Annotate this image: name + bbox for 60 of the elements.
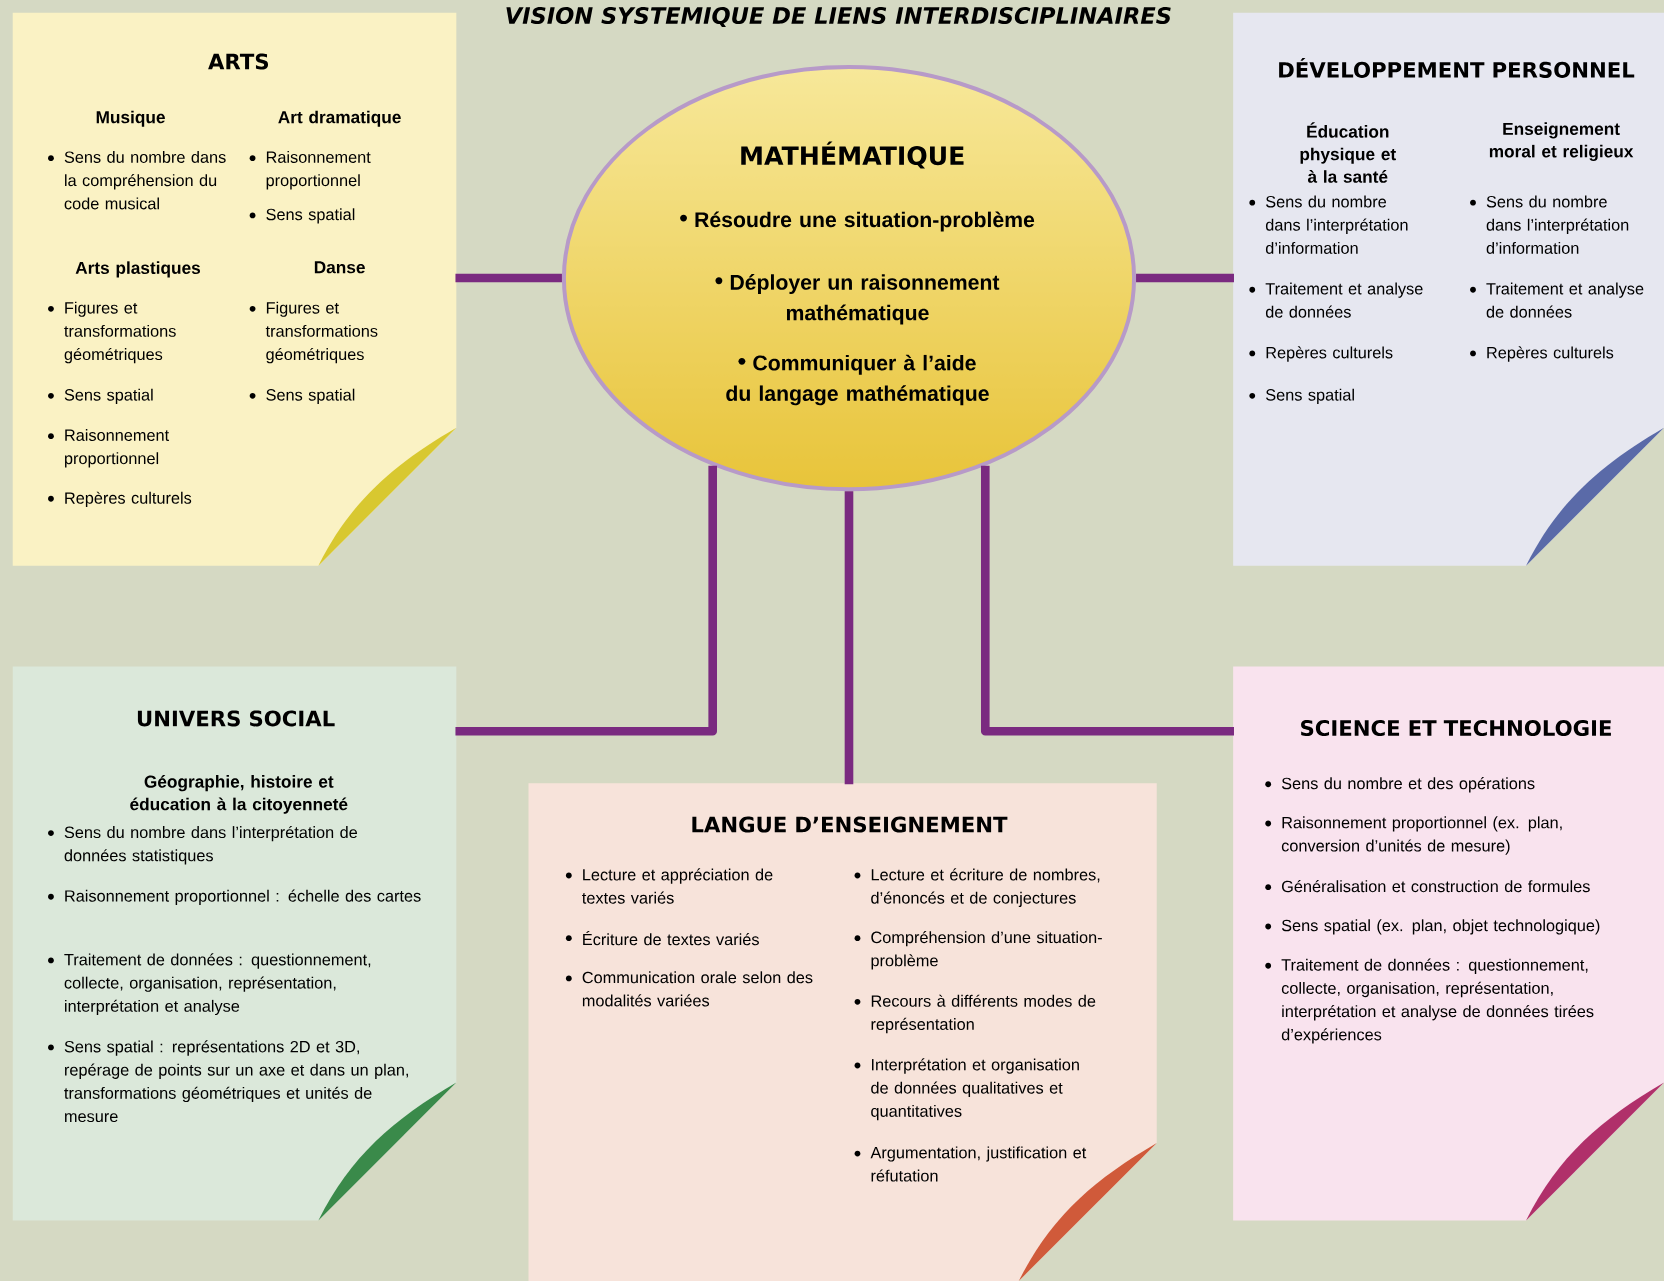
- bullet-item: Sens du nombre et des opérations: [1265, 777, 1535, 793]
- bullet-item: Lecture et appréciation de textes variés: [565, 868, 773, 904]
- bullet-item: Raisonnement proportionnel: [48, 429, 169, 468]
- note-card: [528, 783, 1157, 1281]
- bullet-item: Sens du nombre dans l’interprétation de données statistiques: [48, 825, 357, 865]
- bullet-item: Sens spatial: [249, 388, 355, 404]
- card-heading: LANGUE D’ENSEIGNEMENT: [692, 816, 1008, 833]
- subheading: Géographie, histoire et éducation à la citoyenneté: [130, 775, 348, 814]
- title: VISION SYSTEMIQUE DE LIENS INTERDISCIPLINAIRES: [506, 7, 1171, 28]
- subheading: Danse: [314, 261, 365, 274]
- bullet-item: Sens du nombre dans la compréhension du code musical: [48, 151, 226, 210]
- subheading: Enseignement moral et religieux: [1489, 122, 1634, 162]
- bullet-item: Raisonnement proportionnel : échelle des cartes: [48, 889, 421, 906]
- heading: MATHÉMATIQUE: [741, 141, 964, 169]
- connector-line: [980, 465, 1234, 736]
- note-card: [12, 666, 457, 1221]
- bullet-item: Argumentation, justification et réfutation: [854, 1146, 1087, 1182]
- note-card: [1233, 12, 1664, 566]
- bullet-item: Lecture et écriture de nombres, d’énoncés et de conjectures: [854, 868, 1100, 907]
- bullet-item: Recours à différents modes de représentation: [854, 994, 1096, 1034]
- bullet-item: Traitement de données : questionnement, collecte, organisation, représentation, interprétation et analyse: [48, 953, 371, 1016]
- bullet-item: Traitement et analyse de données: [1249, 282, 1423, 318]
- bullet-item: Repères culturels: [48, 491, 192, 508]
- card-heading: SCIENCE ET TECHNOLOGIE: [1301, 720, 1611, 737]
- bullet-item: Déployer un raisonnement mathématique: [715, 274, 1000, 325]
- bullet-item: Communication orale selon des modalités variées: [565, 971, 813, 1007]
- bullet-item: Raisonnement proportionnel (ex. plan, conversion d’unités de mesure): [1265, 816, 1562, 855]
- card-heading: UNIVERS SOCIAL: [137, 710, 335, 727]
- bullet-item: Sens spatial : représentations 2D et 3D, repérage de points sur un axe et dans un plan, transformations géométriques et unités de mesure: [48, 1040, 408, 1123]
- card-heading: DÉVELOPPEMENT PERSONNEL: [1279, 58, 1635, 78]
- bullet-item: Sens spatial: [249, 208, 355, 224]
- bullet-item: Sens spatial (ex. plan, objet technologique): [1265, 919, 1600, 935]
- bullet-item: Traitement et analyse de données: [1470, 282, 1644, 318]
- subheading: Arts plastiques: [75, 261, 200, 278]
- bullet-item: Figures et transformations géométriques: [48, 301, 176, 364]
- note-card: [12, 12, 457, 566]
- connector-line: [455, 273, 562, 283]
- bullet-item: Généralisation et construction de formules: [1265, 880, 1590, 893]
- bullet-item: Raisonnement proportionnel: [249, 151, 371, 190]
- bullet-item: Figures et transformations géométriques: [249, 301, 378, 364]
- note-card: [1233, 666, 1664, 1221]
- bullet-item: Traitement de données : questionnement, collecte, organisation, représentation, interprétation et analyse de données tirées d’expériences: [1265, 958, 1594, 1044]
- bullet-item: Écriture de textes variés: [565, 931, 759, 946]
- card-heading: ARTS: [208, 53, 269, 70]
- connector-line: [1136, 273, 1234, 283]
- bullet-item: Repères culturels: [1470, 346, 1614, 362]
- bullet-item: Sens du nombre dans l’interprétation d’information: [1470, 195, 1629, 254]
- bullet-item: Interprétation et organisation de données qualitatives et quantitatives: [854, 1058, 1079, 1121]
- subheading: Art dramatique: [278, 110, 401, 127]
- subheading: Éducation physique et à la santé: [1300, 122, 1396, 183]
- bullet-item: Sens du nombre dans l’interprétation d’information: [1249, 195, 1408, 254]
- bullet-item: Communiquer à l’aide du langage mathématique: [726, 354, 989, 406]
- bullet-item: Repères culturels: [1249, 346, 1393, 362]
- bullet-item: Compréhension d’une situation-problème: [854, 931, 1102, 970]
- connector-line: [455, 465, 717, 736]
- bullet-item: Sens spatial: [48, 388, 153, 404]
- bullet-item: Résoudre une situation-problème: [680, 211, 1035, 232]
- subheading: Musique: [96, 110, 165, 127]
- bullet-item: Sens spatial: [1249, 388, 1354, 404]
- connector-line: [844, 491, 854, 785]
